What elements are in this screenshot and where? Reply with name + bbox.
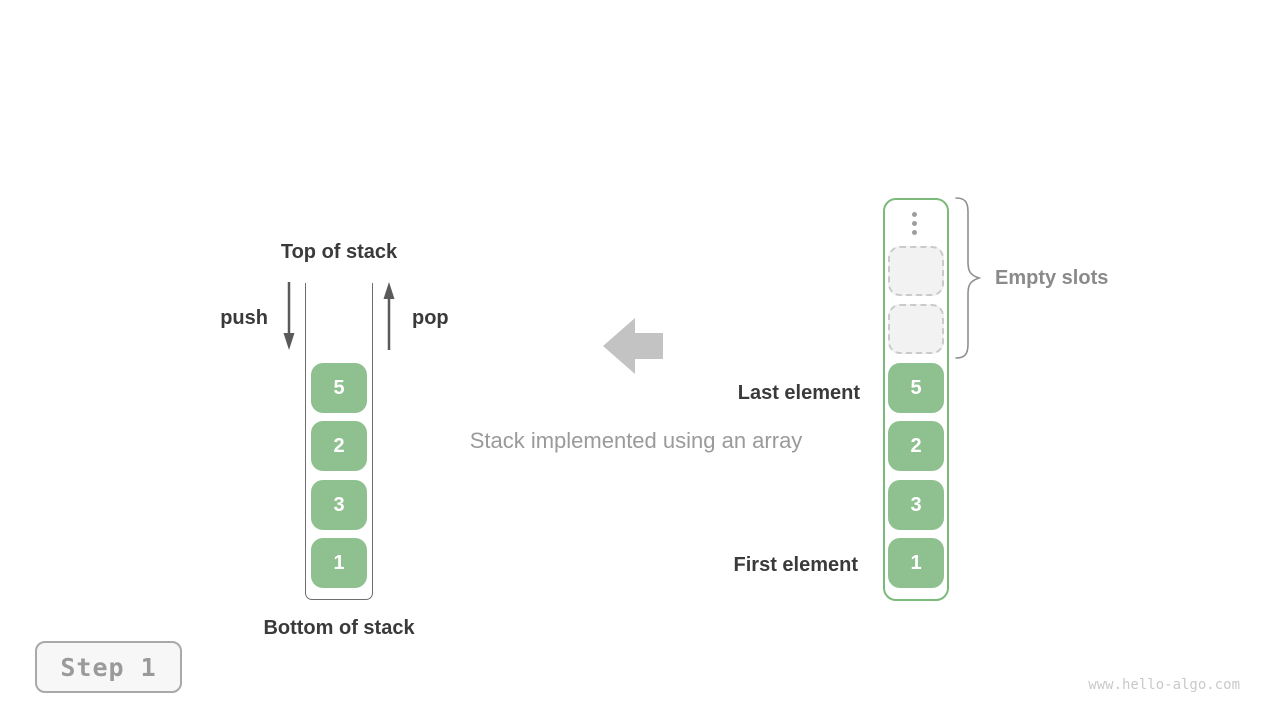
stack-cell: 5 — [311, 363, 367, 413]
left-block-arrow-icon — [603, 318, 663, 374]
bottom-of-stack-label: Bottom of stack — [263, 617, 415, 639]
push-arrow-icon — [283, 282, 295, 350]
stack-cell: 2 — [311, 421, 367, 471]
dot — [912, 212, 917, 217]
last-element-label: Last element — [737, 382, 860, 404]
watermark: www.hello-algo.com — [1088, 677, 1240, 693]
empty-slot — [888, 304, 944, 354]
array-cell: 1 — [888, 538, 944, 588]
array-cell: 2 — [888, 421, 944, 471]
empty-slots-label: Empty slots — [995, 267, 1109, 289]
step-badge: Step 1 — [35, 641, 182, 693]
stack-container — [305, 283, 373, 600]
caption: Stack implemented using an array — [469, 428, 803, 453]
stack-cell: 1 — [311, 538, 367, 588]
pop-label: pop — [412, 307, 449, 329]
empty-slot — [888, 246, 944, 296]
top-of-stack-label: Top of stack — [280, 241, 398, 263]
first-element-label: First element — [733, 554, 858, 576]
dot — [912, 221, 917, 226]
ellipsis-icon — [912, 212, 917, 235]
brace-icon — [955, 197, 982, 359]
dot — [912, 230, 917, 235]
push-label: push — [220, 307, 268, 329]
stack-cell: 3 — [311, 480, 367, 530]
array-cell: 3 — [888, 480, 944, 530]
array-cell: 5 — [888, 363, 944, 413]
pop-arrow-icon — [383, 282, 395, 350]
